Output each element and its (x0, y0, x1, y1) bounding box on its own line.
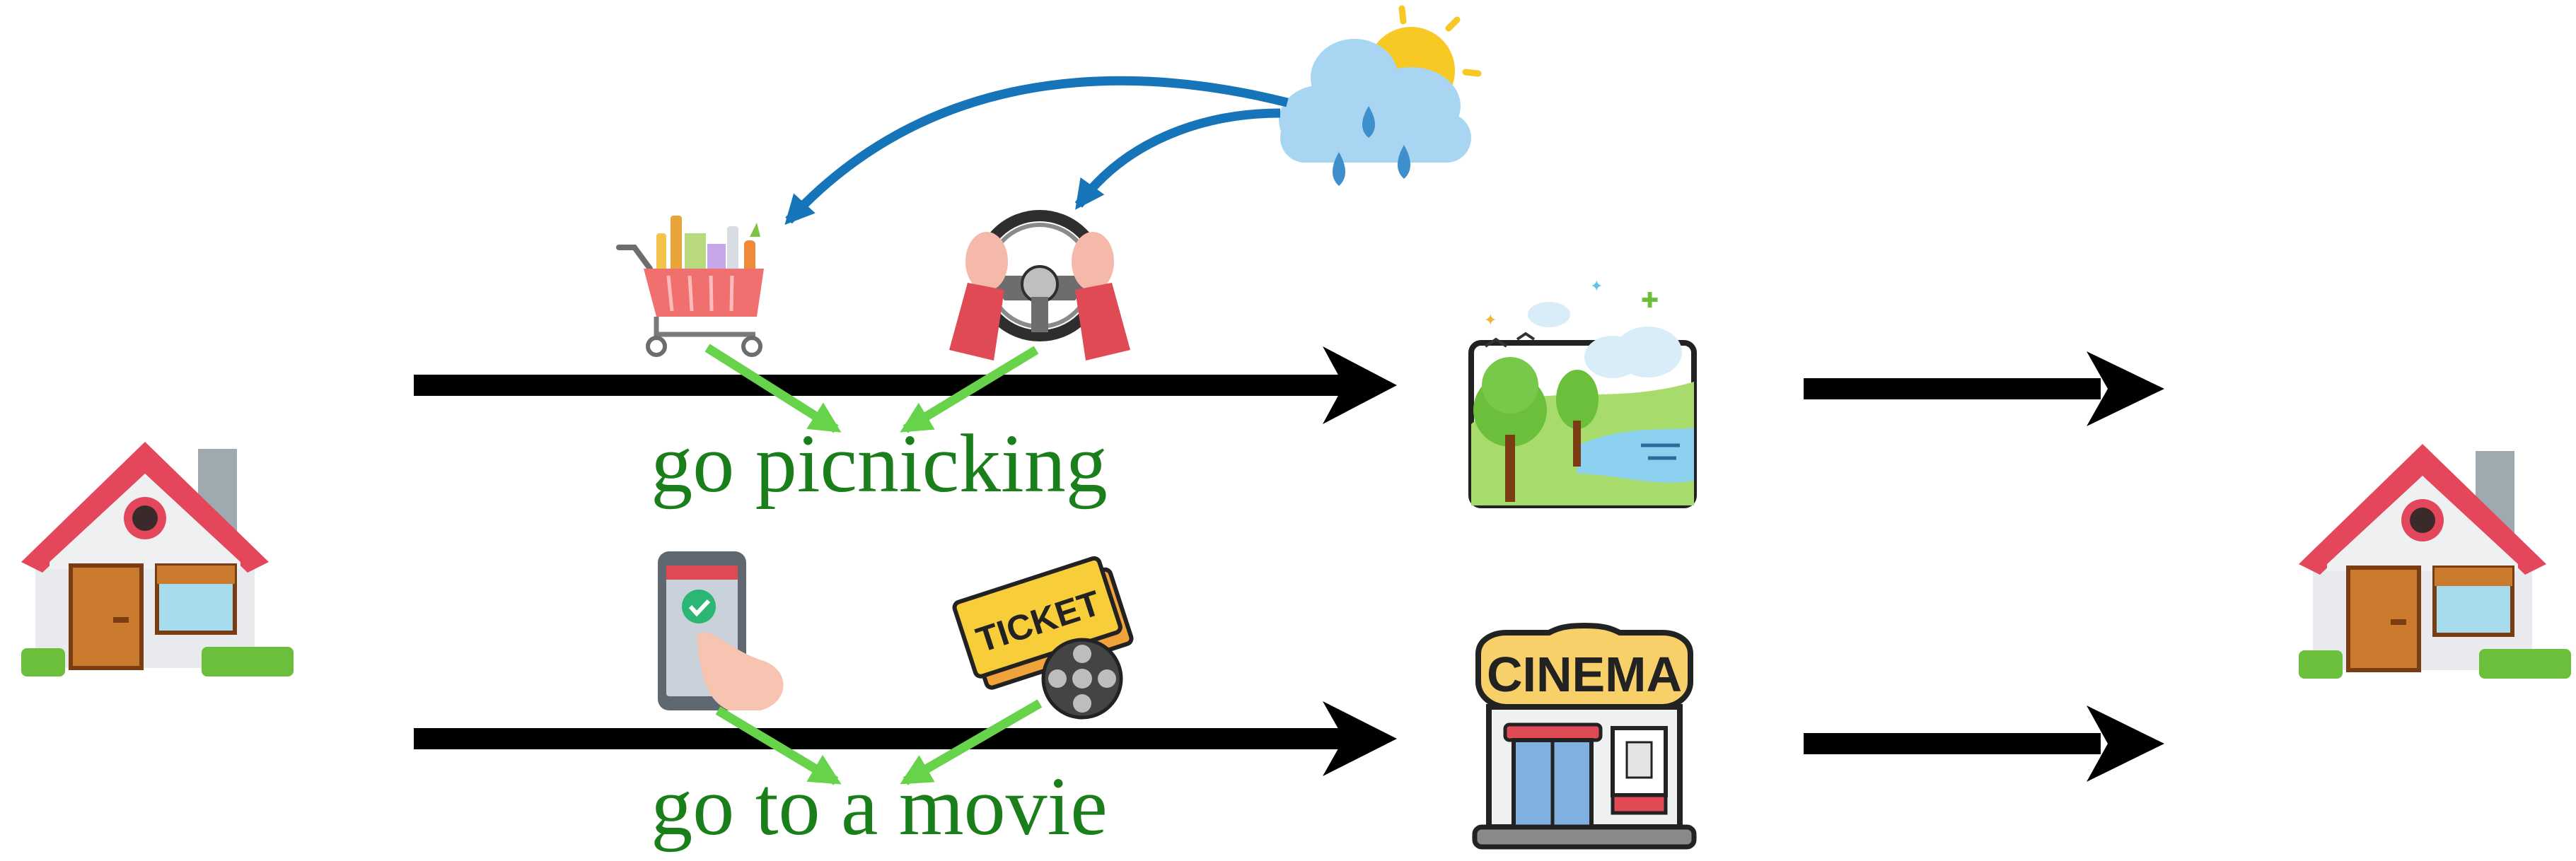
svg-text:✦: ✦ (1484, 312, 1497, 329)
exit-arrow-movie (1804, 705, 2164, 782)
weather-arrow-to-cart (784, 76, 1289, 226)
svg-text:✚: ✚ (1641, 288, 1659, 313)
sun-cloud-rain-icon (1279, 5, 1482, 186)
cinema-sign-text: CINEMA (1487, 647, 1682, 702)
main-arrow-picnic (414, 346, 1397, 424)
park-landscape-icon: ✦ ✦ ✚ (1468, 278, 1697, 508)
house-icon-start (21, 442, 294, 676)
cinema-building-icon: CINEMA (1472, 622, 1697, 850)
shopping-cart-icon (616, 216, 764, 357)
step-arrow-cart (704, 344, 842, 433)
main-arrow-movie (414, 701, 1397, 776)
step-arrow-ticket (900, 699, 1043, 785)
steering-wheel-icon (949, 210, 1130, 361)
activity-label-movie: go to a movie (651, 760, 1108, 853)
step-arrow-wheel (900, 346, 1039, 433)
activity-label-picnic: go picnicking (651, 417, 1108, 510)
exit-arrow-picnic (1804, 351, 2164, 426)
step-arrow-phone (715, 706, 842, 785)
svg-text:✦: ✦ (1590, 278, 1603, 295)
weather-arrow-to-wheel (1074, 108, 1281, 210)
movie-ticket-icon: TICKET (952, 556, 1134, 720)
house-icon-end (2299, 444, 2571, 679)
phone-booking-icon (658, 551, 784, 710)
